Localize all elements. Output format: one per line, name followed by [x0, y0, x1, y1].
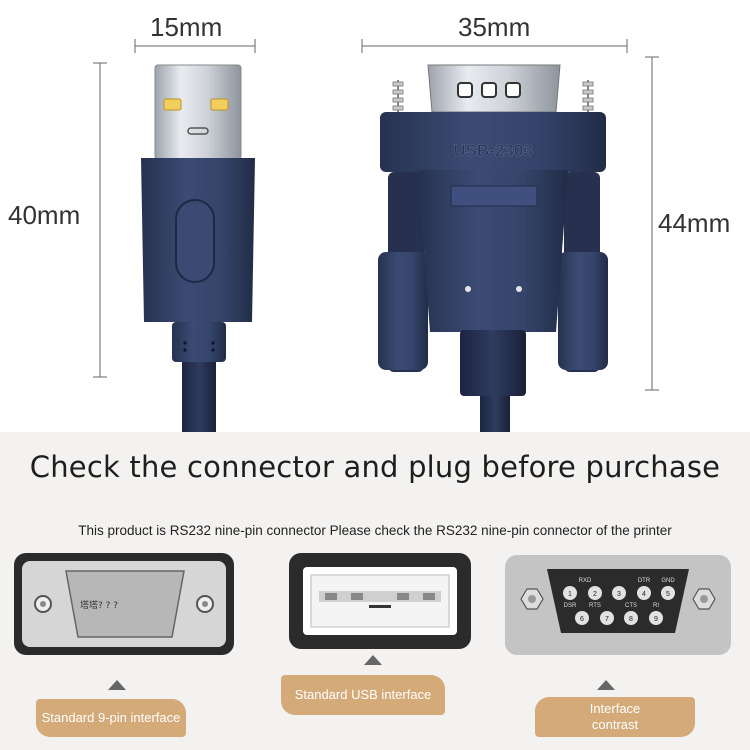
pinout-graphic: 1 2 3 4 5 6 7 8 9 RXD DTR GND DSR RTS CTS RI	[520, 569, 716, 633]
pin-label: DSR	[564, 603, 577, 609]
usb-width-label: 15mm	[150, 12, 223, 42]
pin-label: RTS	[589, 603, 601, 609]
pinout-thumbnail: 1 2 3 4 5 6 7 8 9 RXD DTR GND DSR RTS CTS RI	[505, 555, 731, 655]
pin-1	[563, 586, 577, 600]
usb-port-graphic	[303, 567, 457, 635]
pin-number: 2	[593, 591, 597, 598]
product-photo-area: USB-2303 15mm 35mm 40mm 44mm	[8, 12, 731, 432]
pin-9	[649, 611, 663, 625]
subline: This product is RS232 nine-pin connector…	[78, 523, 672, 538]
tag-interface-contrast: Interface contrast	[535, 697, 695, 737]
product-illustration: USB-2303	[93, 39, 659, 432]
pin-label: DTR	[638, 578, 651, 584]
pin-number: 5	[666, 591, 670, 598]
pin-number: 6	[580, 616, 584, 623]
pin-number: 9	[654, 616, 658, 623]
tag-standard-usb: Standard USB interface	[281, 675, 445, 715]
pin-label: RI	[653, 603, 659, 609]
pin-label: GND	[661, 578, 675, 584]
db9-port-text: 塔塔? ? ?	[80, 599, 118, 611]
pin-6	[575, 611, 589, 625]
pin-number: 3	[617, 591, 621, 598]
db9-port-graphic: 塔塔? ? ?	[22, 561, 226, 647]
pin-number: 8	[629, 616, 633, 623]
arrow-up-icon	[597, 680, 615, 690]
pin-number: 7	[605, 616, 609, 623]
model-label: USB-2303	[453, 141, 532, 160]
pin-number: 1	[568, 591, 572, 598]
pin-3	[612, 586, 626, 600]
pin-7	[600, 611, 614, 625]
tag-standard-9pin: Standard 9-pin interface	[36, 699, 186, 737]
pin-2	[588, 586, 602, 600]
dimension-lines	[93, 39, 659, 391]
arrow-up-icon	[364, 655, 382, 665]
pin-5	[661, 586, 675, 600]
db9-connector: USB-2303	[378, 64, 608, 432]
usb-height-label: 40mm	[8, 200, 81, 230]
pin-number: 4	[642, 591, 646, 598]
usb-port-thumbnail	[289, 553, 471, 649]
pin-4	[637, 586, 651, 600]
pin-8	[624, 611, 638, 625]
db9-port-thumbnail: 塔塔? ? ?	[14, 553, 234, 655]
pin-label: CTS	[625, 603, 637, 609]
tag-interface-contrast-label: Interface contrast	[589, 701, 641, 732]
pin-label: RXD	[579, 578, 592, 584]
db9-height-label: 44mm	[658, 208, 731, 238]
arrow-up-icon	[108, 680, 126, 690]
headline: Check the connector and plug before purc…	[29, 450, 721, 484]
db9-width-label: 35mm	[458, 12, 531, 42]
usb-connector	[141, 64, 255, 432]
